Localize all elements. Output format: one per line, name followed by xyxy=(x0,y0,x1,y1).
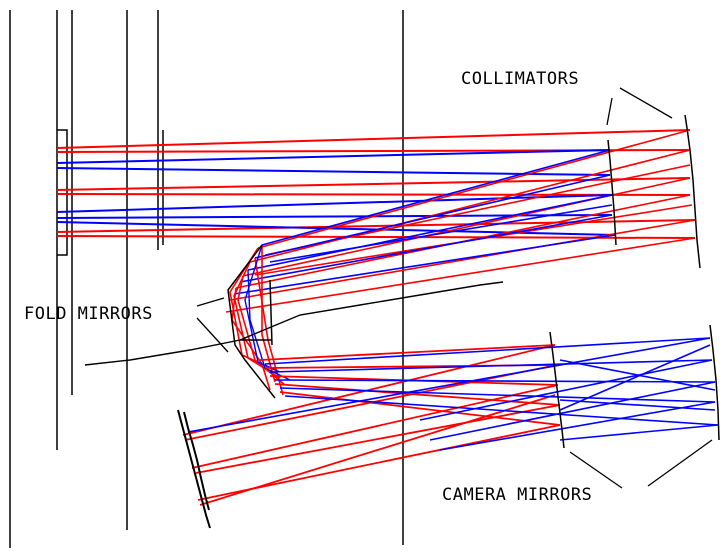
leader-lines xyxy=(196,87,713,489)
collimators-label: COLLIMATORS xyxy=(461,69,579,89)
fold-mirrors-label: FOLD MIRRORS xyxy=(24,304,153,324)
fold-mirrors-leader-2 xyxy=(196,317,229,353)
focal-surface-line xyxy=(84,281,504,366)
fold-mirrors-leader-1 xyxy=(196,297,225,307)
blue-camera-rays xyxy=(187,337,719,451)
camera-mirrors-leader-1 xyxy=(569,451,623,489)
entrance-slit-frame xyxy=(57,129,68,256)
camera-mirrors-label: CAMERA MIRRORS xyxy=(442,485,592,505)
detector-focal-plane xyxy=(177,409,211,529)
fold-mirror-blue-bundle xyxy=(244,244,291,381)
blue-collimated-rays xyxy=(233,149,616,295)
collimator-mirror-surfaces xyxy=(607,114,701,269)
collimators-leader-2 xyxy=(606,97,613,126)
vertical-structure-lines xyxy=(9,10,404,548)
camera-mirror-surfaces xyxy=(549,324,720,449)
camera-mirrors-leader-2 xyxy=(647,439,713,487)
fold-mirror-outline xyxy=(227,244,276,399)
collimators-leader-1 xyxy=(619,87,673,119)
